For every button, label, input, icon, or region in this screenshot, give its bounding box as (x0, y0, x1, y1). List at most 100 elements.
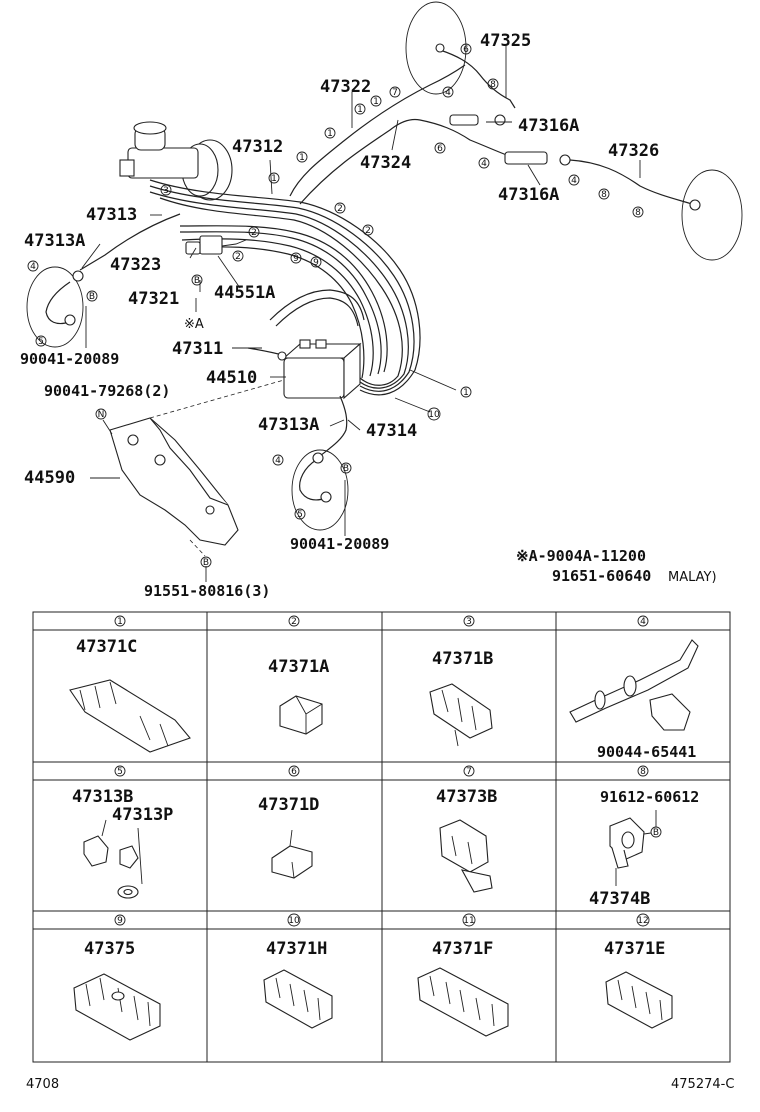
pipe-47326 (569, 159, 696, 206)
svg-text:4: 4 (571, 176, 577, 186)
svg-text:9: 9 (313, 258, 319, 268)
label-47371H: 47371H (266, 939, 327, 959)
clip-table: 1 2 3 4 5 6 7 8 9 10 11 12 47371C 47371A (32, 611, 731, 1063)
svg-text:10: 10 (288, 916, 300, 926)
footer-diagram-code: 475274-C (671, 1077, 734, 1092)
label-47313: 47313 (86, 205, 137, 225)
label-47375: 47375 (84, 939, 135, 959)
svg-text:B: B (89, 292, 95, 302)
label-47316A-lower: 47316A (498, 185, 559, 205)
note-malay-part: 91651-60640 (552, 567, 651, 585)
svg-text:1: 1 (327, 129, 333, 139)
label-47313A-rear: 47313A (258, 415, 319, 435)
svg-text:12: 12 (637, 916, 648, 926)
svg-text:1: 1 (117, 617, 123, 627)
table-cell-6: 47371D (258, 795, 319, 879)
label-47313P: 47313P (112, 805, 173, 825)
pipe-47325 (439, 49, 516, 109)
hose-47313A-front (45, 281, 71, 325)
svg-text:8: 8 (635, 208, 641, 218)
svg-text:5: 5 (297, 510, 303, 520)
label-47374B: 47374B (589, 889, 650, 909)
svg-text:2: 2 (251, 228, 257, 238)
svg-text:1: 1 (299, 153, 305, 163)
label-47325: 47325 (480, 31, 531, 51)
label-47326: 47326 (608, 141, 659, 161)
table-cell-11: 47371F (417, 939, 509, 1037)
label-47313B: 47313B (72, 787, 133, 807)
block-44551A (199, 235, 223, 255)
svg-text:3: 3 (466, 617, 472, 627)
svg-text:4: 4 (30, 262, 36, 272)
clip-47371C-drawing (69, 679, 191, 753)
label-44551A: 44551A (214, 283, 275, 303)
clip-47371F-drawing (417, 967, 509, 1037)
rear-left-wheel-outline (291, 449, 349, 531)
pipe-47324 (299, 118, 516, 205)
table-cell-10: 47371H (263, 939, 333, 1029)
table-cell-3: 47371B (429, 649, 493, 747)
bracket-44590 (109, 417, 239, 546)
label-44590: 44590 (24, 468, 75, 488)
pipe-47313 (79, 213, 181, 271)
svg-text:6: 6 (437, 144, 443, 154)
label-47321: 47321 (128, 289, 179, 309)
master-cylinder-booster (119, 121, 233, 201)
upper-assembly-drawing: 6 8 7 1 1 1 1 4 6 4 4 8 8 1 2 2 3 4 5 B … (20, 1, 743, 600)
leader-lines (81, 45, 641, 582)
label-47314: 47314 (366, 421, 417, 441)
svg-text:8: 8 (490, 80, 496, 90)
label-47371C: 47371C (76, 637, 137, 657)
label-47313A-front: 47313A (24, 231, 85, 251)
abs-actuator-44510 (282, 339, 362, 400)
front-right-wheel-outline (405, 1, 467, 95)
clip-47371E-drawing (605, 971, 673, 1029)
table-cell-7: 47373B (436, 787, 497, 893)
table-cell-4: 90044-65441 (569, 639, 699, 761)
label-91551-80816: 91551-80816(3) (144, 582, 270, 600)
table-cell-5: 47313B 47313P (72, 787, 173, 899)
label-47371B: 47371B (432, 649, 493, 669)
label-47323: 47323 (110, 255, 161, 275)
label-44510: 44510 (206, 368, 257, 388)
svg-text:8: 8 (640, 767, 646, 777)
label-91612-60612: 91612-60612 (600, 788, 699, 806)
svg-text:2: 2 (291, 617, 297, 627)
svg-text:9: 9 (293, 254, 299, 264)
front-left-wheel-outline (26, 266, 84, 348)
label-90041-20089-front: 90041-20089 (20, 350, 119, 368)
flex-hose-47316A-lower (504, 151, 548, 165)
svg-text:7: 7 (392, 88, 398, 98)
hose-47313A-rear (299, 459, 327, 501)
label-90041-79268: 90041-79268(2) (44, 382, 170, 400)
svg-text:2: 2 (365, 226, 371, 236)
bolt-47313B-drawing (83, 835, 109, 867)
clip-47371B-drawing (429, 683, 493, 739)
svg-text:4: 4 (481, 159, 487, 169)
label-90041-20089-rear: 90041-20089 (290, 535, 389, 553)
svg-text:10: 10 (428, 410, 440, 420)
label-90044-65441: 90044-65441 (597, 743, 696, 761)
svg-text:B: B (194, 276, 200, 286)
label-47371A: 47371A (268, 657, 329, 677)
label-47371F: 47371F (432, 939, 493, 959)
clip-47373B-drawing (439, 819, 489, 873)
table-cell-9: 47375 (73, 939, 161, 1041)
part-labels: 47325 47322 47316A 47312 47324 47326 473… (20, 31, 717, 600)
svg-text:B: B (653, 828, 659, 838)
label-47324: 47324 (360, 153, 411, 173)
table-header-callouts: 1 2 3 4 5 6 7 8 9 10 11 12 (114, 615, 650, 927)
svg-text:6: 6 (291, 767, 297, 777)
svg-text:1: 1 (357, 105, 363, 115)
svg-text:4: 4 (275, 456, 281, 466)
main-pipe-bundle (149, 179, 421, 396)
clip-47371A-drawing (279, 695, 323, 735)
svg-text:5: 5 (38, 337, 44, 347)
svg-text:6: 6 (463, 45, 469, 55)
pipe-47314 (319, 395, 348, 457)
callouts-upper: 6 8 7 1 1 1 1 4 6 4 4 8 8 1 2 2 3 4 5 B … (27, 43, 644, 568)
label-47373B: 47373B (436, 787, 497, 807)
label-47312: 47312 (232, 137, 283, 157)
svg-text:B: B (203, 558, 209, 568)
